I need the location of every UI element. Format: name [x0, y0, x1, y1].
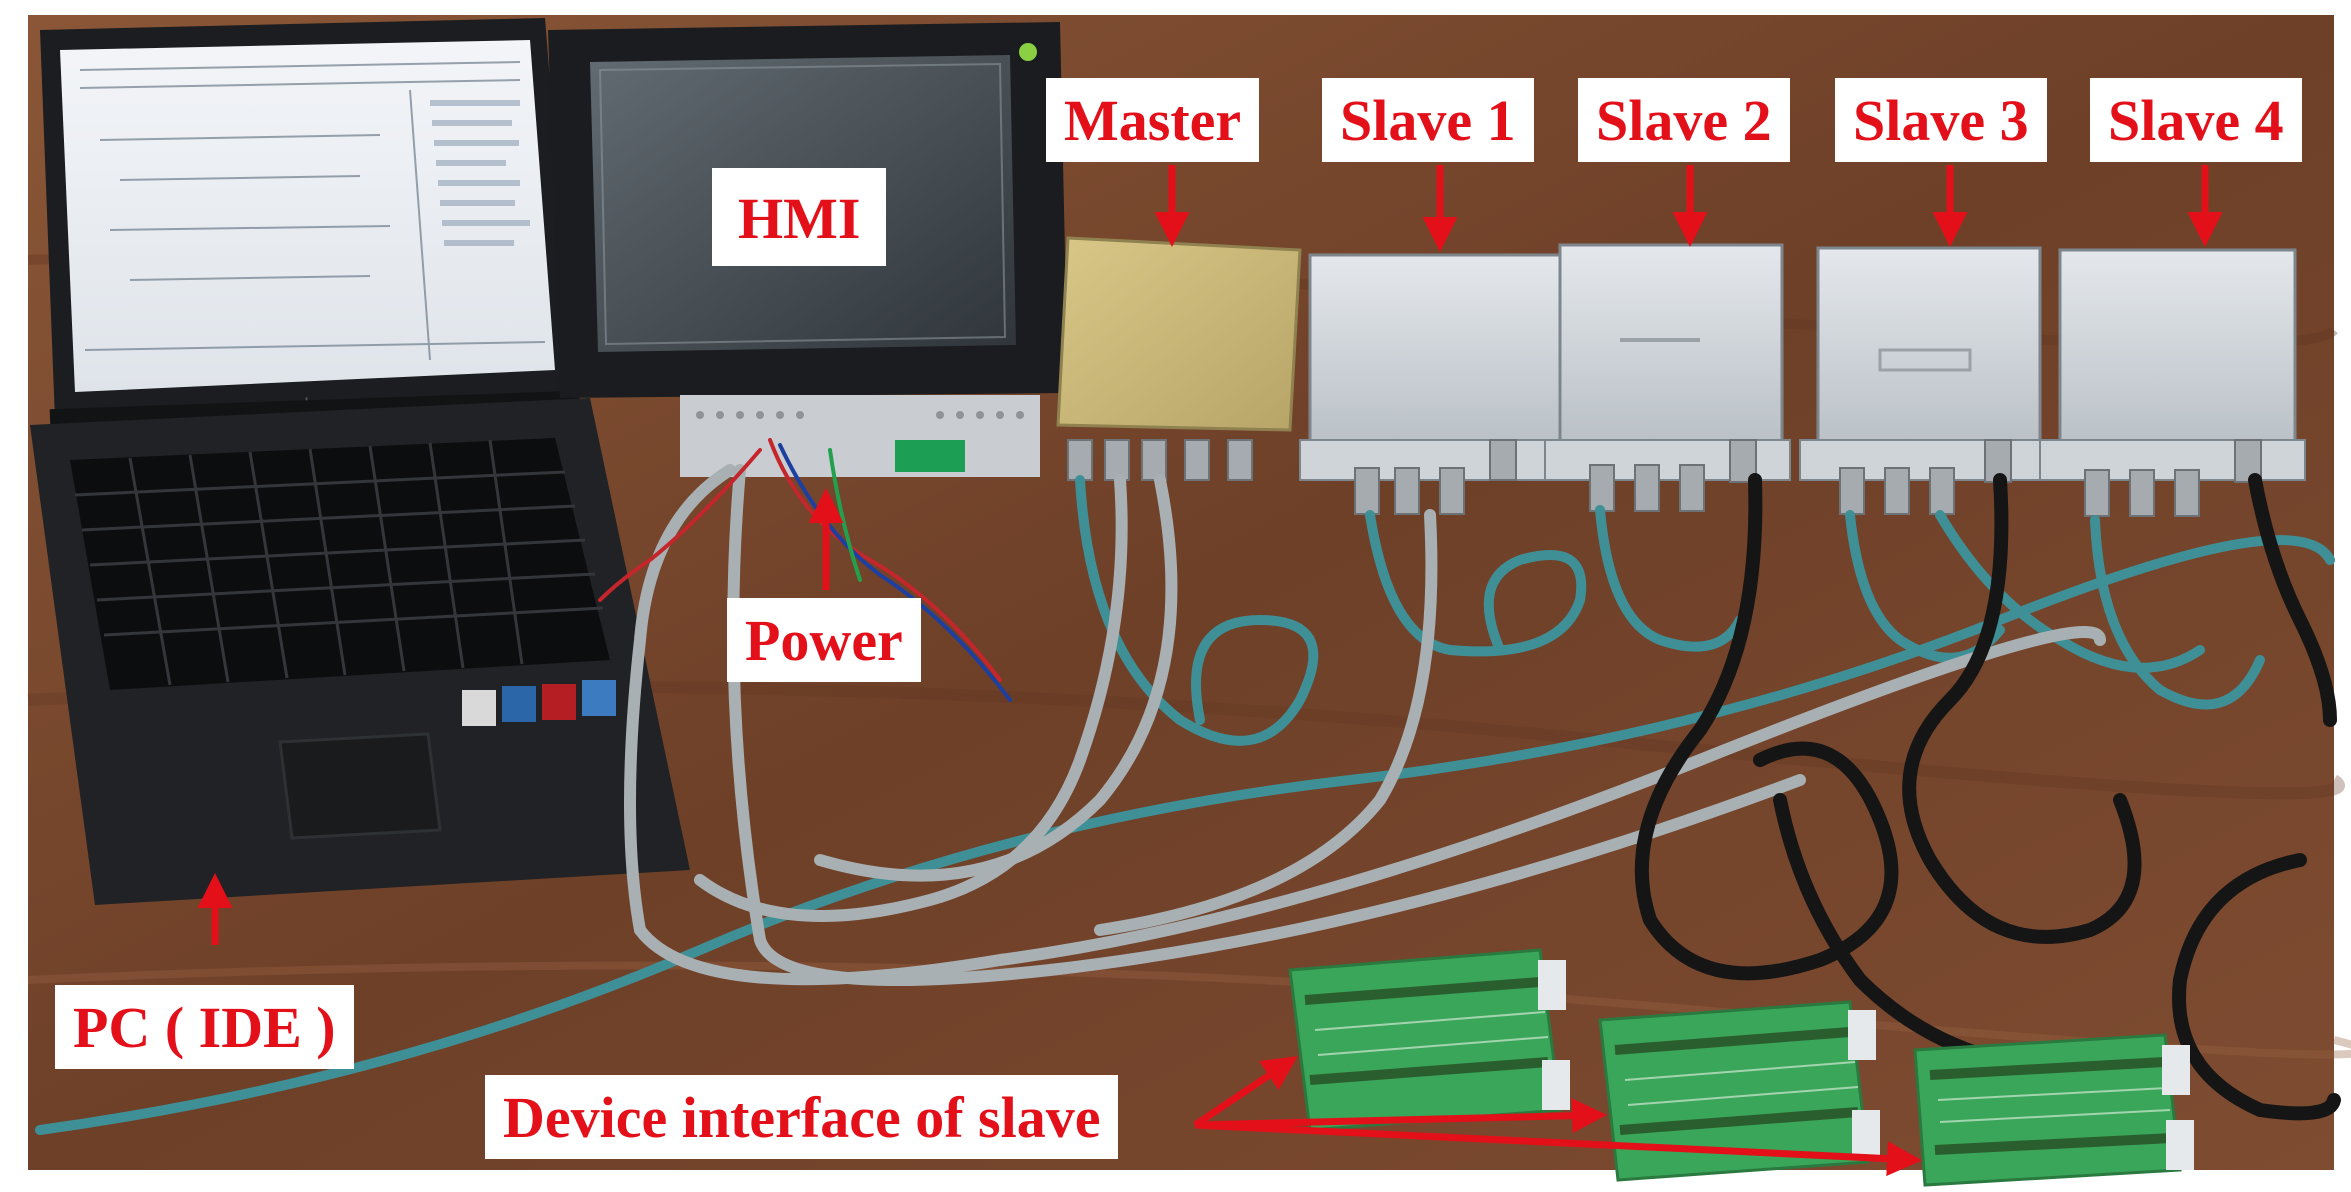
arrow-interface-3 — [1194, 1121, 1922, 1177]
slave-module-2 — [1544, 243, 1791, 512]
laptop-touchpad — [278, 732, 442, 840]
label-slave-2: Slave 2 — [1578, 78, 1790, 162]
master-module — [1056, 236, 1302, 481]
label-master: Master — [1046, 78, 1260, 162]
arrow-interface-2 — [1194, 1098, 1607, 1134]
label-slave-4: Slave 4 — [2090, 78, 2302, 162]
laptop: lenovo — [30, 18, 690, 905]
arrow-interface-1 — [1193, 1056, 1298, 1128]
slave-module-3 — [1799, 246, 2051, 515]
label-device-interface: Device interface of slave — [485, 1075, 1119, 1159]
label-slave-3: Slave 3 — [1835, 78, 2047, 162]
black-cables — [1634, 473, 2341, 1121]
label-slave-1: Slave 1 — [1322, 78, 1534, 162]
label-power: Power — [727, 598, 921, 682]
laptop-keyboard — [70, 438, 610, 690]
slave-module-4 — [2039, 248, 2306, 517]
grey-cables — [624, 464, 2106, 986]
label-hmi: HMI — [712, 168, 887, 266]
label-pc: PC ( IDE ) — [55, 985, 354, 1069]
slave-module-1 — [1299, 253, 1571, 515]
power-wires — [598, 438, 1012, 702]
annotation-arrows — [197, 165, 2223, 1177]
device-interface-boards — [1288, 948, 2194, 1187]
